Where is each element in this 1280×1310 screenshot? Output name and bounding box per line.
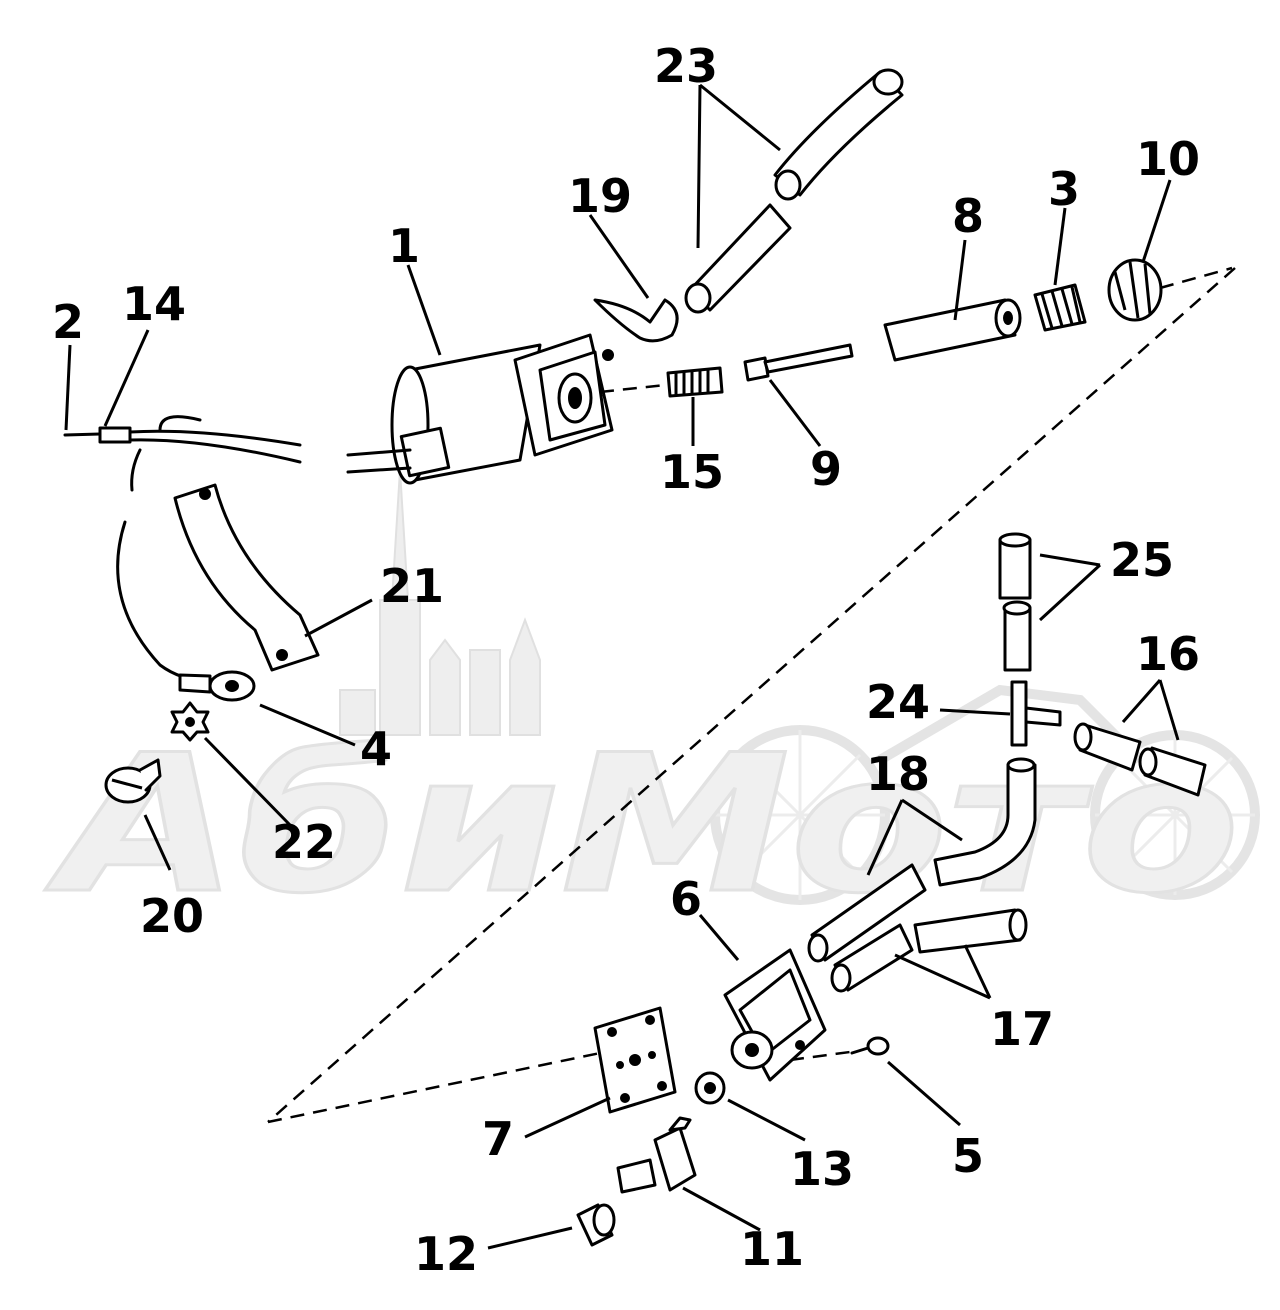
label-6: 6 <box>670 872 702 926</box>
label-15: 15 <box>660 445 724 499</box>
watermark: AбиMoто <box>43 469 1260 937</box>
strap-clip <box>593 298 679 343</box>
spring-3 <box>1033 283 1087 332</box>
label-20: 20 <box>140 889 204 943</box>
label-2: 2 <box>52 295 84 349</box>
cap-12 <box>576 1203 616 1247</box>
label-12: 12 <box>414 1227 478 1281</box>
t-fitting <box>1010 680 1062 747</box>
fitting-11 <box>616 1116 697 1194</box>
pump-motor <box>346 333 614 485</box>
hose-25 <box>998 532 1032 672</box>
label-8: 8 <box>952 189 984 243</box>
label-11: 11 <box>740 1222 804 1276</box>
hose-23 <box>684 68 904 314</box>
center-lines <box>267 266 1236 1124</box>
watermark-skyline <box>339 469 541 736</box>
parts <box>63 68 1207 1247</box>
label-22: 22 <box>272 815 336 869</box>
label-4: 4 <box>360 722 392 776</box>
cylinder-8 <box>883 298 1022 362</box>
label-14: 14 <box>122 277 186 331</box>
label-17: 17 <box>990 1002 1054 1056</box>
label-16: 16 <box>1136 627 1200 681</box>
screw-20 <box>104 758 162 804</box>
label-24: 24 <box>866 675 930 729</box>
leader-lines <box>64 83 1180 1250</box>
label-25: 25 <box>1110 533 1174 587</box>
screw-5 <box>850 1036 890 1056</box>
label-13: 13 <box>790 1142 854 1196</box>
washer-13 <box>694 1071 726 1105</box>
plate-7 <box>593 1006 677 1114</box>
label-3: 3 <box>1048 162 1080 216</box>
ground-wire <box>116 520 256 702</box>
label-10: 10 <box>1136 132 1200 186</box>
hose-16 <box>1073 722 1207 797</box>
label-21: 21 <box>380 559 444 613</box>
terminal-wire <box>63 415 302 492</box>
watermark-text: AбиMoто <box>44 714 1240 935</box>
hose-18 <box>807 757 1037 963</box>
nut-10 <box>1107 258 1163 322</box>
label-9: 9 <box>810 442 842 496</box>
label-1: 1 <box>388 219 420 273</box>
pin-9 <box>743 343 854 382</box>
star-washer <box>170 701 210 742</box>
hose-17 <box>830 908 1028 993</box>
pump-body <box>723 948 827 1082</box>
label-19: 19 <box>568 169 632 223</box>
label-23: 23 <box>654 39 718 93</box>
label-5: 5 <box>952 1129 984 1183</box>
label-18: 18 <box>866 747 930 801</box>
part-labels: 1 2 3 4 5 6 7 8 9 10 11 12 13 14 15 16 1… <box>52 39 1200 1281</box>
label-7: 7 <box>482 1112 514 1166</box>
clamp <box>173 483 320 672</box>
spring-15 <box>666 366 724 398</box>
